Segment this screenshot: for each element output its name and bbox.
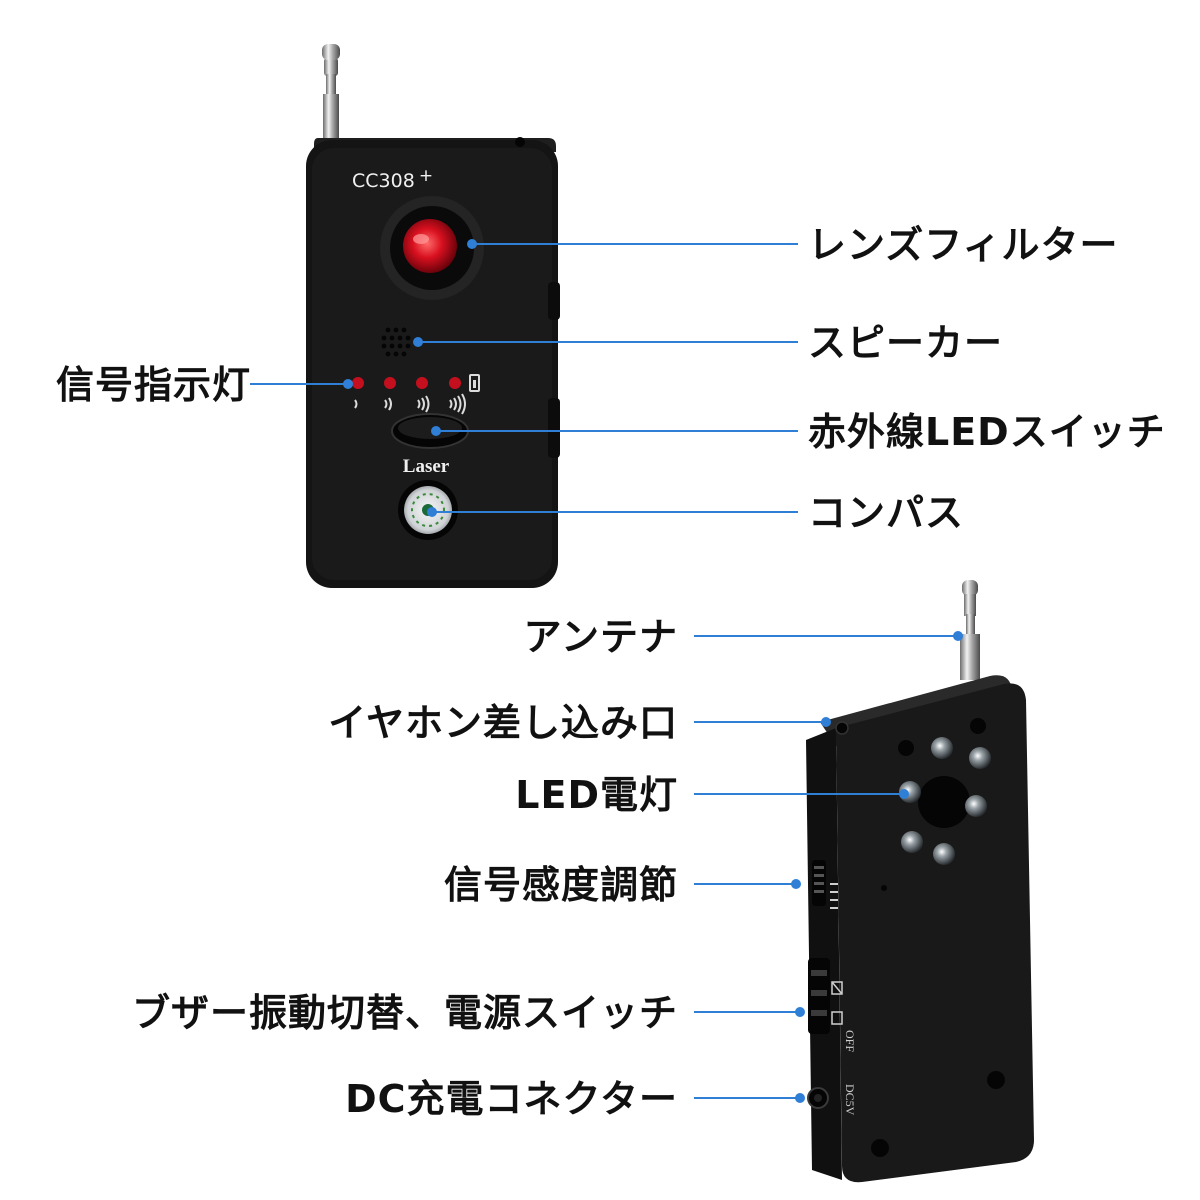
label-speaker: スピーカー xyxy=(808,321,1004,365)
label-antenna: アンテナ xyxy=(523,615,678,659)
power-switch xyxy=(808,958,843,1034)
label-lens-filter: レンズフィルター xyxy=(808,223,1119,267)
laser-label: Laser xyxy=(403,456,450,477)
dc-mark: DC5V xyxy=(843,1084,857,1116)
front-antenna xyxy=(322,44,340,138)
switch-off-mark: OFF xyxy=(843,1030,857,1052)
leader-lines xyxy=(250,243,958,1099)
label-ir-led-switch: 赤外線LEDスイッチ xyxy=(808,410,1166,454)
label-led-light: LED電灯 xyxy=(515,773,678,817)
label-earphone-jack: イヤホン差し込み口 xyxy=(328,701,678,745)
side-antenna xyxy=(960,580,980,680)
sensitivity-dial xyxy=(812,860,838,909)
leader-dots xyxy=(343,239,963,1103)
laser-button xyxy=(391,413,469,449)
side-device: OFF DC5V xyxy=(806,580,1034,1183)
label-compass: コンパス xyxy=(808,491,965,535)
signal-leds xyxy=(352,374,480,415)
front-device: CC308+ xyxy=(306,44,560,588)
label-signal-indicator: 信号指示灯 xyxy=(56,363,252,407)
lens-filter xyxy=(380,196,484,300)
dc-jack xyxy=(807,1087,829,1109)
speaker-grille xyxy=(381,327,411,357)
led-lights xyxy=(899,737,991,865)
label-buzzer-power: ブザー振動切替、電源スイッチ xyxy=(131,991,678,1035)
label-sensitivity: 信号感度調節 xyxy=(443,863,678,907)
model-text: CC308+ xyxy=(352,166,433,192)
label-dc-connector: DC充電コネクター xyxy=(345,1077,678,1121)
